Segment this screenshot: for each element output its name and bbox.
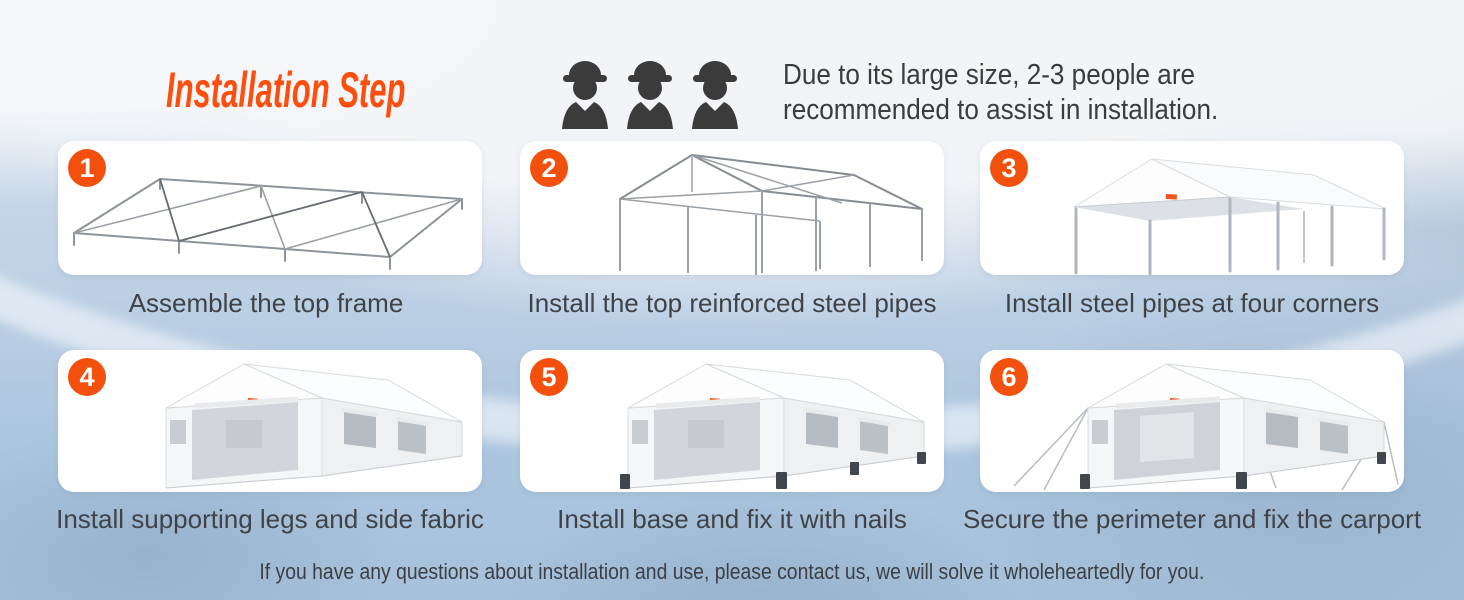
step-number-badge: 1	[68, 149, 106, 187]
step-card: 2	[520, 141, 944, 275]
step-caption: Install the top reinforced steel pipes	[527, 288, 937, 318]
footer-note-text: If you have any questions about installa…	[259, 559, 1205, 584]
carport-base-illustration	[620, 363, 926, 489]
construction-worker-icon	[562, 61, 608, 129]
note-line-1: Due to its large size, 2-3 people are	[783, 59, 1196, 91]
carport-secured-illustration	[1013, 363, 1399, 491]
page-title: Installation Step	[166, 62, 406, 118]
step-caption: Install steel pipes at four corners	[1004, 288, 1380, 318]
note-line-2: recommended to assist in installation.	[783, 94, 1219, 126]
footer-note: If you have any questions about installa…	[0, 559, 1464, 585]
step-card: 1	[58, 141, 482, 275]
step-card: 3	[980, 141, 1404, 275]
step-number-badge: 3	[990, 149, 1028, 187]
people-recommendation-note: Due to its large size, 2-3 people are re…	[783, 58, 1218, 128]
step-number-badge: 6	[990, 358, 1028, 396]
roof-frame-pipes-illustration	[619, 153, 923, 275]
step-card: 5	[520, 350, 944, 492]
top-frame-illustration	[73, 178, 463, 270]
step-number-badge: 5	[530, 358, 568, 396]
construction-worker-icon	[627, 61, 673, 129]
construction-worker-icon	[692, 61, 738, 129]
carport-side-fabric-illustration	[165, 363, 463, 489]
step-card: 4	[58, 350, 482, 492]
step-caption: Secure the perimeter and fix the carport	[962, 504, 1422, 534]
step-number-badge: 2	[530, 149, 568, 187]
step-caption: Install base and fix it with nails	[557, 504, 907, 534]
step-number-badge: 4	[68, 358, 106, 396]
step-caption: Assemble the top frame	[128, 288, 404, 318]
canopy-corner-pipes-illustration	[1073, 158, 1387, 275]
step-caption: Install supporting legs and side fabric	[56, 504, 484, 534]
worker-icons-group	[560, 55, 740, 131]
step-card: 6	[980, 350, 1404, 492]
